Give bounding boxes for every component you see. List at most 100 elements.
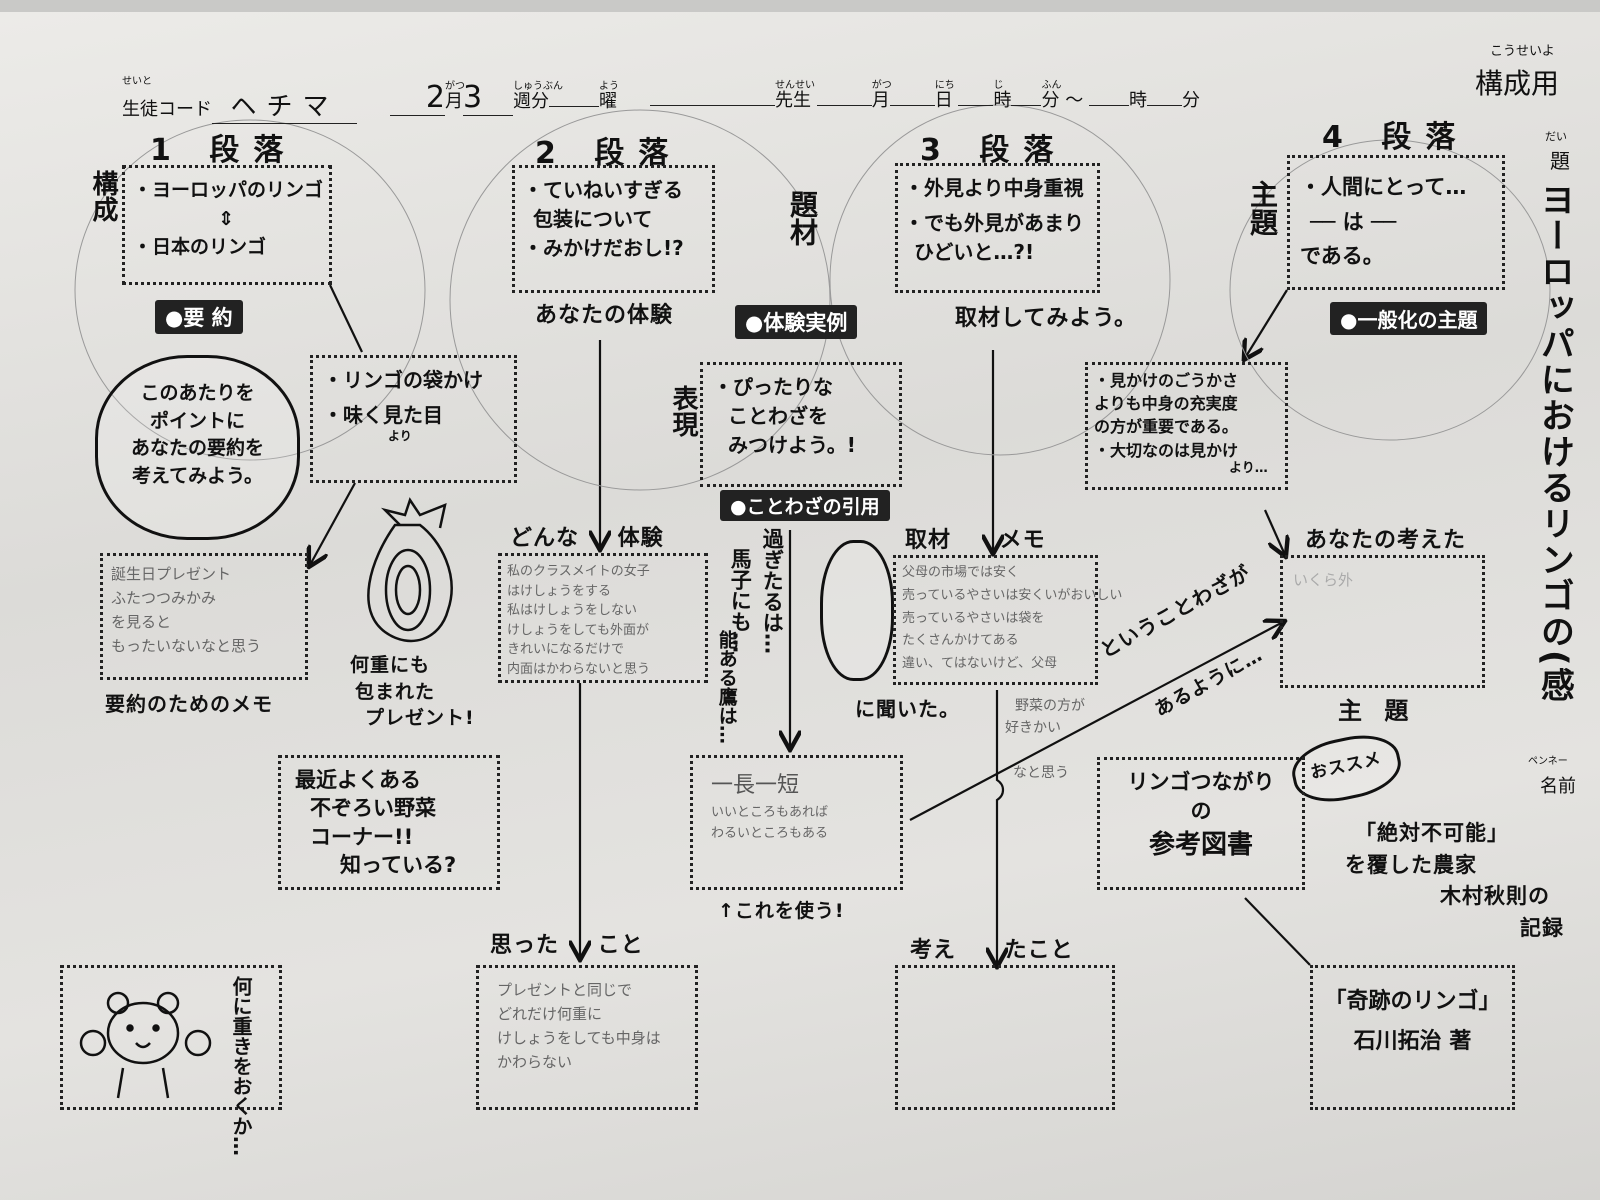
box-line: 参考図書 — [1148, 829, 1253, 860]
month-value[interactable]: 2 — [390, 80, 445, 116]
memo-line: なと思う — [1013, 764, 1069, 781]
consideration-box[interactable] — [895, 965, 1115, 1110]
memo-line: 売っているやさいは袋を — [902, 610, 1045, 626]
memo-line: けしょうをしても外面が — [507, 622, 649, 638]
memo-line: けしょうをしても中身は — [497, 1029, 661, 1047]
memo-line: 売っているやさいは安くいがおいしい — [902, 587, 1123, 603]
book-title-box[interactable]: 「奇跡のリンゴ」 石川拓治 著 — [1310, 965, 1515, 1110]
memo-line: 私はけしょうをしない — [507, 603, 638, 618]
paragraph-1-heading: 1 段落 — [150, 133, 298, 168]
box-line: の方が重要である。 — [1094, 417, 1238, 437]
date-time-field[interactable]: せんせい先生 がつ月にち日 じ時ふん分 〜 時分 — [650, 80, 1200, 112]
day-label: 日 — [934, 90, 953, 111]
paragraph-4-box[interactable]: ・人間にとって… ── は ── である。 — [1287, 155, 1505, 290]
cloud-line: このあたりを — [140, 382, 255, 404]
pencil-note: 野菜の方が 好きかい なと思う — [1005, 695, 1085, 784]
paragraph-3-heading: 3 段落 — [920, 133, 1068, 168]
minute-label: 分 — [1041, 90, 1060, 111]
memo-line: もったいないなと思う — [111, 637, 262, 655]
memo-line: 誕生日プレゼント — [111, 565, 232, 583]
memo-line: 好きかい — [1005, 720, 1061, 737]
caption-line: 包まれた — [355, 680, 436, 703]
hour-label: 時 — [1128, 90, 1147, 111]
generalized-theme-bar: ●一般化の主題 — [1330, 302, 1488, 335]
summary-memo-box[interactable]: 誕生日プレゼント ふたつつみかみ を見ると もったいないなと思う — [100, 553, 308, 680]
minute-label: 分 — [1181, 90, 1200, 111]
caption-line: 何重にも — [350, 654, 431, 676]
worksheet-paper — [0, 12, 1600, 1200]
box-line: ・ていねいすぎる — [523, 178, 683, 202]
memo-line: 父母の市場では安く — [902, 565, 1020, 580]
ruby: せんせい — [775, 80, 815, 91]
proverb-prompt-box[interactable]: ・ぴったりな ことわざを みつけよう。! — [700, 362, 902, 487]
penname-label: ペンネー — [1528, 756, 1568, 767]
proverb-candidate: 過ぎたるは… — [760, 528, 785, 654]
ruby: よう — [599, 81, 619, 92]
your-theme-label: あなたの考えた — [1305, 528, 1467, 553]
chosen-proverb-box[interactable]: 一長一短 いいところもあれば わるいところもある — [690, 755, 903, 890]
summary-point-box[interactable]: ・リンゴの袋かけ ・味く見た目 より — [310, 355, 517, 483]
title-label: 題 — [1550, 149, 1570, 173]
hour-label: 時 — [993, 90, 1012, 111]
box-line: である。 — [1300, 244, 1384, 269]
note-line: を覆した農家 — [1345, 852, 1477, 877]
generalized-theme-box[interactable]: ・見かけのごうかさ よりも中身の充実度 の方が重要である。 ・大切なのは見かけ … — [1085, 362, 1288, 490]
speech-cloud — [820, 540, 894, 681]
pencil-circles — [74, 104, 1551, 491]
ruby: しゅうぶん — [513, 81, 563, 92]
box-line: ── は ── — [1310, 209, 1397, 234]
ruby: せいと — [122, 76, 152, 87]
box-line: ・みかけだおし!? — [523, 236, 684, 260]
box-line: ひどいと…?! — [914, 240, 1035, 264]
box-line: 不ぞろい野菜 — [310, 796, 436, 821]
ruby: がつ — [871, 80, 892, 91]
interview-memo-box[interactable]: 父母の市場では安く 売っているやさいは安くいがおいしい 売っているやさいは袋を … — [893, 555, 1123, 685]
vegetable-corner-box[interactable]: 最近よくある 不ぞろい野菜 コーナー!! 知っている? — [278, 755, 500, 890]
paragraph-1-box[interactable]: ・ヨーロッパのリンゴ ⇕ ・日本のリンゴ — [122, 165, 332, 285]
expression-label: 表現 — [668, 385, 698, 437]
box-line: 知っている? — [340, 853, 457, 878]
week-label: 週分 — [513, 91, 549, 112]
student-code-field[interactable]: せいと 生徒コードヘチマ — [122, 76, 357, 124]
thought-label: 思った こと — [490, 933, 644, 958]
structure-label: 構成 — [88, 170, 118, 222]
thought-memo-box[interactable]: プレゼントと同じで どれだけ何重に けしょうをしても中身は かわらない — [476, 965, 698, 1110]
memo-line: 違い、てはないけど、父母 — [902, 656, 1058, 671]
title-ruby: だい — [1545, 130, 1567, 143]
box-line: ことわざを — [728, 404, 828, 428]
name-label: 名前 — [1540, 776, 1576, 797]
paragraph-2-box[interactable]: ・ていねいすぎる 包装について ・みかけだおし!? — [512, 165, 715, 293]
book-note: 「絶対不可能」 を覆した農家 木村秋則の 記録 — [1345, 818, 1564, 944]
your-theme-box[interactable]: いくら外 — [1280, 555, 1485, 688]
cloud-line: あなたの要約を — [130, 437, 264, 460]
gift-caption: 何重にも 包まれた プレゼント! — [350, 652, 475, 732]
week-value[interactable]: 3 — [463, 80, 513, 116]
student-code-value[interactable]: ヘチマ — [212, 86, 357, 124]
arrow-diagonal — [909, 622, 1283, 821]
interview-memo-label: 取材 メモ — [905, 528, 1046, 553]
memo-line: どれだけ何重に — [497, 1005, 603, 1023]
tilde: 〜 — [1065, 90, 1084, 111]
memo-line: きれいになるだけで — [507, 642, 625, 657]
theme-caption: 主 題 — [1338, 697, 1410, 725]
paragraph-3-box[interactable]: ・外見より中身重視 ・でも外見があまり ひどいと…?! — [895, 163, 1100, 293]
experience-memo-box[interactable]: 私のクラスメイトの女子 はけしょうをする 私はけしょうをしない けしょうをしても… — [498, 553, 708, 683]
bear-box: 何に重きをおくか… — [60, 965, 282, 1156]
arrow-to-memo — [310, 482, 356, 565]
book-author: 石川拓治 著 — [1353, 1028, 1472, 1054]
box-line: 最近よくある — [295, 768, 421, 792]
essay-title[interactable]: ヨーロッパにおけるリンゴの(感 — [1534, 182, 1575, 704]
box-line: よりも中身の充実度 — [1094, 394, 1238, 414]
chosen-proverb: 一長一短 — [711, 773, 800, 798]
reference-book-box[interactable]: リンゴつながり の 参考図書 — [1097, 757, 1305, 890]
memo-line: プレゼントと同じで — [497, 981, 633, 999]
month-label: 月 — [445, 91, 463, 112]
arrow-consider — [997, 690, 1003, 965]
teacher-label: 先生 — [775, 90, 811, 111]
proverb-quote-bar: ●ことわざの引用 — [720, 490, 890, 521]
box-line: ・大切なのは見かけ — [1094, 440, 1239, 460]
note-line: 「絶対不可能」 — [1355, 821, 1509, 845]
sheet-title: 構成用 — [1475, 67, 1560, 100]
